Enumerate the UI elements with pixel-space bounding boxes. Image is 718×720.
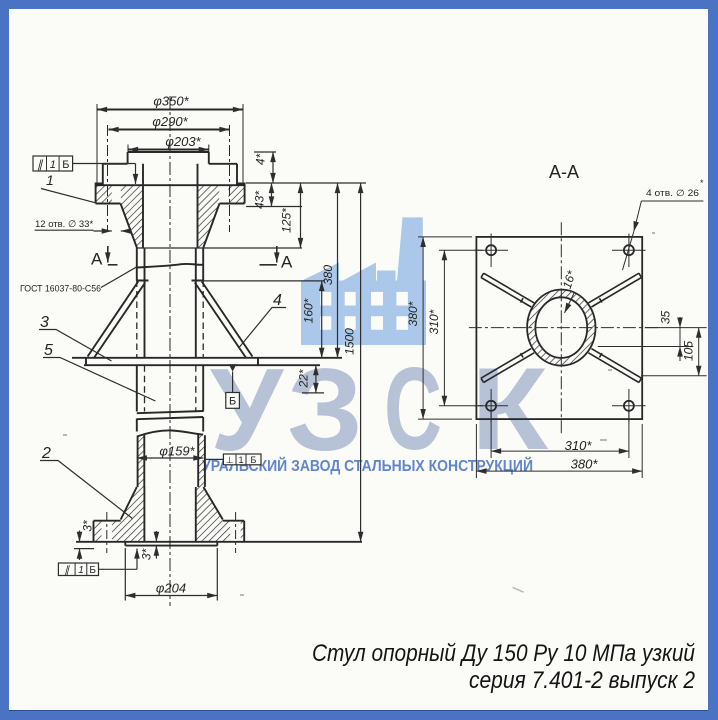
svg-text:А: А	[91, 250, 103, 269]
svg-text:310*: 310*	[565, 438, 593, 453]
svg-text:φ350*: φ350*	[153, 94, 189, 109]
svg-text:⊥: ⊥	[226, 455, 234, 465]
svg-text:Б: Б	[229, 396, 236, 408]
svg-text:Б: Б	[251, 455, 257, 465]
svg-text:380*: 380*	[406, 301, 420, 326]
svg-text:φ290*: φ290*	[152, 114, 188, 129]
svg-text:380*: 380*	[571, 457, 599, 472]
svg-text:1: 1	[238, 455, 243, 465]
svg-text:43*: 43*	[253, 191, 267, 209]
svg-text:105: 105	[682, 341, 696, 361]
svg-text:12 отв. ∅ 33*: 12 отв. ∅ 33*	[35, 219, 93, 230]
svg-text:35: 35	[659, 311, 673, 325]
svg-text:серия 7.401-2 выпуск 2: серия 7.401-2 выпуск 2	[469, 667, 695, 694]
svg-text:2: 2	[41, 445, 51, 462]
svg-text:А-А: А-А	[549, 162, 579, 182]
svg-text:4*: 4*	[254, 153, 268, 165]
svg-text:ГОСТ 16037-80-С56: ГОСТ 16037-80-С56	[20, 284, 101, 295]
svg-text:К: К	[471, 343, 549, 474]
svg-text:φ203*: φ203*	[165, 134, 201, 149]
svg-text:4: 4	[273, 292, 282, 309]
svg-text:φ204: φ204	[156, 581, 186, 596]
svg-text:φ159*: φ159*	[159, 444, 195, 459]
svg-text:310*: 310*	[427, 309, 441, 334]
svg-text:С: С	[384, 343, 442, 474]
svg-text:Б: Б	[62, 159, 69, 171]
svg-text:УРАЛЬСКИЙ ЗАВОД СТАЛЬНЫХ КОНСТ: УРАЛЬСКИЙ ЗАВОД СТАЛЬНЫХ КОНСТРУКЦИЙ	[202, 457, 533, 475]
svg-text:∥: ∥	[64, 565, 70, 576]
svg-text:∥: ∥	[37, 159, 44, 171]
svg-text:3: 3	[40, 314, 49, 331]
svg-text:380: 380	[321, 265, 335, 285]
svg-text:1: 1	[78, 565, 84, 576]
svg-text:З: З	[287, 344, 363, 475]
svg-text:160*: 160*	[302, 298, 316, 323]
svg-text:1500: 1500	[343, 328, 357, 355]
svg-text:Стул опорный Ду 150 Ру 10 МПа: Стул опорный Ду 150 Ру 10 МПа узкий	[312, 640, 695, 667]
svg-text:5: 5	[44, 342, 53, 359]
svg-text:3*: 3*	[140, 548, 154, 560]
svg-text:1: 1	[46, 172, 54, 188]
svg-text:125*: 125*	[280, 208, 294, 233]
svg-text:3*: 3*	[81, 520, 95, 532]
svg-text:16*: 16*	[560, 269, 579, 291]
svg-text:Б: Б	[89, 565, 96, 576]
svg-text:22*: 22*	[297, 369, 311, 388]
svg-text:4 отв. ∅ 26: 4 отв. ∅ 26	[646, 188, 699, 198]
svg-text:1: 1	[50, 159, 56, 171]
svg-text:*: *	[700, 178, 704, 188]
svg-text:А: А	[281, 253, 293, 272]
